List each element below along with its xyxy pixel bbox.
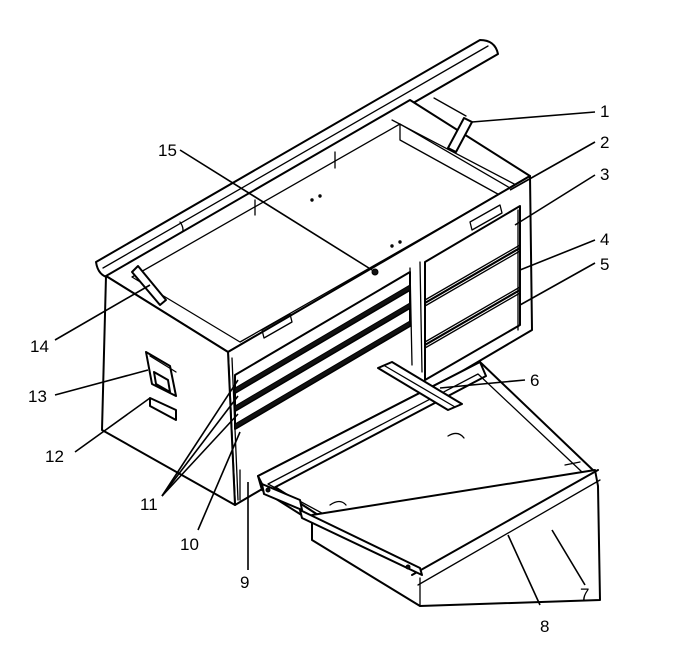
callout-11: 11 [140,495,158,514]
callout-5: 5 [600,255,609,274]
callout-labels: 1 2 3 4 5 6 7 8 9 10 11 12 13 14 15 [28,102,609,636]
right-drawer-bank [424,204,521,381]
callout-12: 12 [45,447,64,466]
side-handle [145,351,177,421]
lock-cylinder [371,268,379,276]
callout-3: 3 [600,165,609,184]
callout-8: 8 [540,617,549,636]
callout-15: 15 [158,141,177,160]
left-drawer-bank [234,271,411,430]
callout-6: 6 [530,371,539,390]
callout-7: 7 [580,585,589,604]
top-label-plate [261,313,293,339]
callout-14: 14 [30,337,49,356]
drawer-5 [424,289,521,381]
drawer-2-label-plate [469,204,503,231]
callout-9: 9 [240,573,249,592]
callout-1: 1 [600,102,609,121]
callout-10: 10 [180,535,199,554]
callout-13: 13 [28,387,47,406]
callout-2: 2 [600,133,609,152]
leader-lines [54,111,596,606]
callout-4: 4 [600,230,609,249]
